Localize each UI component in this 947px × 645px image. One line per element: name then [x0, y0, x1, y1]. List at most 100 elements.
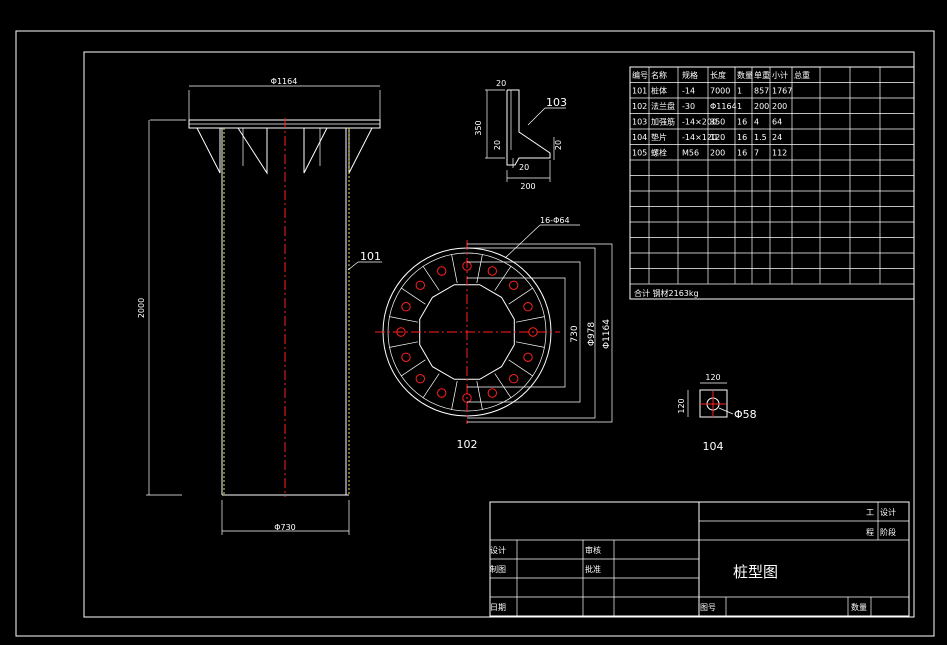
bom-cell: 24: [772, 133, 782, 142]
bolt-hole: [415, 280, 425, 290]
bottom-diameter-dim: Φ730: [274, 523, 296, 532]
bom-cell: 1767: [772, 87, 792, 96]
bolt-hole: [487, 266, 497, 276]
tb-sheji: 设计: [490, 545, 506, 555]
bom-cell: 105: [632, 149, 647, 158]
bom-header-cell: 总重: [794, 70, 810, 80]
bom-cell: -14: [682, 87, 695, 96]
part-101-callout: 101: [360, 250, 381, 263]
rib-height-dim: 350: [474, 120, 483, 135]
bolt-hole: [401, 352, 411, 362]
rib-detail: 20 350 20 20 20 200 103: [474, 79, 567, 191]
flange-plan: 730 Φ978 Φ1164 16-Φ64 102: [375, 216, 613, 451]
bom-cell: 120: [710, 133, 725, 142]
plate-top-dim: 120: [705, 373, 720, 382]
rib-width-dim: 200: [520, 182, 535, 191]
bom-cell: -14×200: [682, 118, 717, 127]
bom-cell: 垫片: [651, 132, 667, 142]
tb-shuliang: 数量: [851, 602, 867, 612]
bom-header-cell: 编号: [632, 70, 648, 80]
bolt-hole: [401, 302, 411, 312]
dim-1164: Φ1164: [602, 319, 612, 349]
flange-rib-line: [401, 287, 426, 305]
bom-cell: 112: [772, 149, 787, 158]
flange-inner-polygon: [419, 284, 515, 380]
tb-tuhao: 图号: [700, 603, 716, 612]
outer-border: [15, 30, 935, 637]
flange-rib-line: [451, 254, 458, 284]
dim-730: 730: [570, 325, 580, 342]
plate-detail: 120 120 Φ58 104: [677, 373, 757, 453]
flange-rib-line: [389, 341, 419, 348]
flange-rib-line: [515, 341, 545, 348]
flange-rib-line: [508, 359, 533, 377]
bom-cell: 1.5: [754, 133, 767, 142]
tb-pizhun: 批准: [585, 564, 601, 574]
bom-cell: 1: [737, 87, 742, 96]
tb-jieduan: 阶段: [880, 527, 896, 537]
bom-header-cell: 单重: [754, 70, 770, 80]
bom-cell: 加强筋: [651, 117, 675, 127]
flange-rib-line: [451, 380, 458, 410]
plate-hole-dim: Φ58: [734, 408, 757, 421]
bolt-hole: [509, 280, 519, 290]
dim-978: Φ978: [587, 322, 597, 347]
top-diameter-dim: Φ1164: [271, 77, 298, 86]
bom-cell: 104: [632, 133, 647, 142]
bom-header-cell: 小计: [772, 70, 788, 80]
bom-cell: 64: [772, 118, 782, 127]
bom-cell: 101: [632, 87, 647, 96]
bom-cell: 102: [632, 102, 647, 111]
bom-cell: 200: [772, 102, 787, 111]
bom-header-cell: 名称: [651, 70, 667, 80]
tb-gong: 工: [866, 508, 874, 517]
bolt-hole: [523, 302, 533, 312]
bom-cell: 1: [737, 102, 742, 111]
part-102-caption: 102: [457, 438, 478, 451]
flange-rib-line: [494, 373, 512, 398]
bolt-hole: [523, 352, 533, 362]
flange-rib-line: [389, 316, 419, 323]
bom-cell: 4: [754, 118, 759, 127]
bom-cell: 16: [737, 118, 747, 127]
inner-border: [83, 51, 915, 618]
title-block: 工 设计 程 阶段 设计 审核 制图 批准 日期 桩型图 图号 数量: [489, 501, 910, 617]
bom-header-cell: 长度: [710, 70, 726, 80]
flange-rib-line: [476, 380, 483, 410]
tb-riqi: 日期: [490, 603, 506, 612]
flange-rib-line: [422, 266, 440, 291]
flange-rib-line: [515, 316, 545, 323]
height-dim: 2000: [137, 298, 146, 318]
bom-total: 合计 钢材2163kg: [634, 288, 699, 298]
bolt-hole: [509, 374, 519, 384]
bom-cell: 200: [754, 102, 769, 111]
bom-cell: M56: [682, 149, 699, 158]
bom-cell: 桩体: [651, 86, 667, 96]
holes-callout: 16-Φ64: [540, 216, 570, 225]
drawing-title: 桩型图: [733, 563, 778, 581]
bom-cell: 350: [710, 118, 725, 127]
rib-top-dim: 20: [496, 79, 506, 88]
tb-zhitu: 制图: [490, 564, 506, 574]
bom-header-cell: 规格: [682, 70, 698, 80]
rib-base-dim: 20: [554, 140, 563, 150]
bom-cell: 螺栓: [651, 148, 667, 158]
bom-cell: 16: [737, 133, 747, 142]
flange-rib-line: [401, 359, 426, 377]
bom-cell: 857: [754, 87, 769, 96]
bom-cell: Φ1164: [710, 102, 737, 111]
tb-cheng: 程: [866, 528, 874, 537]
bom-cell: 7: [754, 149, 759, 158]
tb-sheji-right: 设计: [880, 507, 896, 517]
bom-cell: 103: [632, 118, 647, 127]
bolt-hole: [487, 388, 497, 398]
tb-shenhe: 审核: [585, 545, 601, 555]
bolt-hole: [437, 266, 447, 276]
part-103-callout: 103: [546, 96, 567, 109]
plate-side-dim: 120: [677, 398, 686, 413]
bom-header-cell: 数量: [737, 70, 753, 80]
bom-cell: 200: [710, 149, 725, 158]
flange-rib-line: [476, 254, 483, 284]
